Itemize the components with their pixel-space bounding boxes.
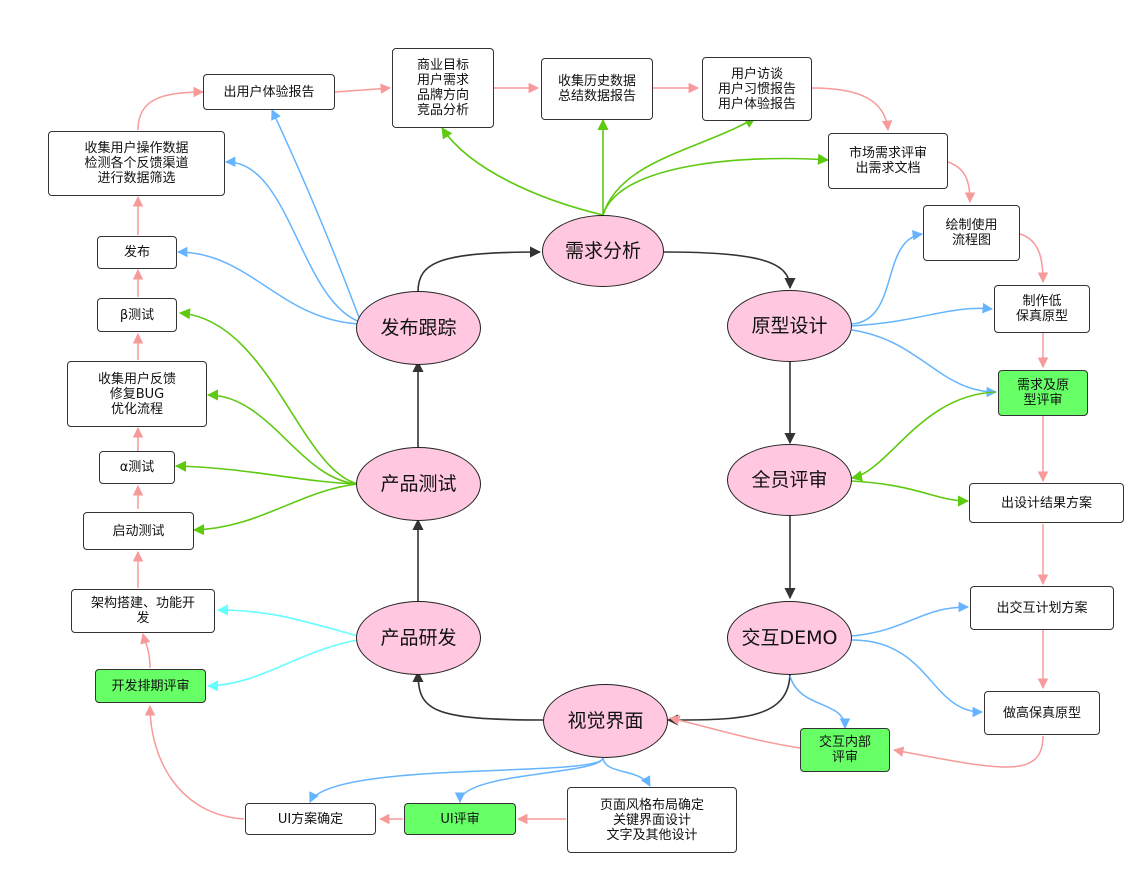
hub-release-tracking: 发布跟踪: [356, 291, 481, 365]
edge-visual-uiconfirm: [309, 757, 604, 803]
node-architecture-dev: 架构搭建、功能开 发: [71, 589, 215, 633]
edge-prototype-flowchart: [851, 230, 924, 325]
node-user-interview: 用户访谈 用户习惯报告 用户体验报告: [702, 57, 812, 121]
node-market-review: 市场需求评审 出需求文档: [828, 133, 948, 189]
hub-prototype-design: 原型设计: [727, 290, 852, 362]
edge-test-alpha: [174, 460, 359, 485]
node-design-plan: 出设计结果方案: [969, 483, 1124, 523]
edge-dev-arch: [216, 604, 359, 637]
edge-uxreport-bizgoal: [334, 83, 392, 94]
edge-interview-market: [811, 87, 893, 132]
hub-visual-interface: 视觉界面: [543, 684, 668, 758]
node-collect-data: 收集用户操作数据 检测各个反馈渠道 进行数据筛选: [48, 131, 225, 196]
edge-release-uxreport: [271, 109, 361, 321]
edge-demo-hifi: [851, 639, 984, 718]
node-hifi-prototype: 做高保真原型: [984, 691, 1100, 735]
edge-demo-visual: [666, 671, 791, 726]
node-alpha-test: α测试: [99, 451, 175, 484]
edge-reviewall-designplan: [851, 480, 970, 507]
edge-prototype-protoreview: [851, 329, 998, 398]
edge-demo-innerreview: [789, 675, 851, 730]
edge-demand-prototype: [663, 251, 796, 290]
node-dev-schedule-review: 开发排期评审: [95, 669, 206, 703]
node-business-goals: 商业目标 用户需求 品牌方向 竞品分析: [392, 48, 494, 128]
node-beta-test: β测试: [97, 298, 177, 332]
edge-prototype-lofi: [851, 302, 994, 327]
edge-hifi-innerreview: [892, 735, 1044, 768]
node-feedback-fix: 收集用户反馈 修复BUG 优化流程: [67, 361, 207, 427]
edge-demo-interactionplan: [851, 601, 970, 637]
node-publish: 发布: [97, 236, 177, 269]
hub-demand-analysis: 需求分析: [542, 215, 664, 287]
edge-release-demand: [417, 246, 542, 293]
edge-collect-uxreport: [137, 86, 205, 131]
node-page-style: 页面风格布局确定 关键界面设计 文字及其他设计: [567, 787, 737, 853]
edge-visual-pagestyle: [602, 757, 651, 787]
edge-test-feedback: [206, 389, 359, 485]
hub-interaction-demo: 交互DEMO: [727, 601, 852, 675]
node-history-data: 收集历史数据 总结数据报告: [541, 58, 653, 120]
node-flowchart: 绘制使用 流程图: [923, 205, 1020, 261]
edge-release-publish: [176, 246, 361, 325]
node-proto-review: 需求及原 型评审: [998, 370, 1088, 416]
node-interaction-inner-review: 交互内部 评审: [800, 728, 890, 772]
node-lofi-prototype: 制作低 保真原型: [994, 285, 1090, 333]
edge-demand-interview: [602, 117, 756, 216]
edge-demand-market: [602, 153, 830, 216]
edge-visual-dev: [412, 670, 544, 721]
edge-protoreview-reviewall: [850, 391, 997, 482]
edge-test-beta: [178, 308, 359, 485]
hub-product-test: 产品测试: [356, 447, 481, 521]
node-ui-confirm: UI方案确定: [245, 803, 376, 835]
edge-flowchart-lofi: [1019, 233, 1049, 284]
node-start-test: 启动测试: [83, 512, 194, 550]
hub-all-staff-review: 全员评审: [727, 444, 852, 516]
edge-dev-devschedule: [206, 639, 359, 692]
edge-innerreview-visual: [668, 715, 801, 749]
edge-demand-bizgoal: [441, 127, 604, 216]
edge-test-starttest: [192, 483, 359, 536]
edge-release-collect: [224, 156, 361, 323]
edge-market-flowchart: [947, 161, 976, 204]
node-ux-report: 出用户体验报告: [203, 74, 335, 110]
edge-uiconfirm-devschedule: [144, 704, 245, 820]
edge-devschedule-arch: [140, 632, 151, 669]
node-interaction-plan: 出交互计划方案: [970, 586, 1114, 630]
node-ui-review: UI评审: [404, 803, 516, 835]
edge-visual-uireview: [454, 757, 604, 804]
hub-product-dev: 产品研发: [356, 601, 481, 675]
